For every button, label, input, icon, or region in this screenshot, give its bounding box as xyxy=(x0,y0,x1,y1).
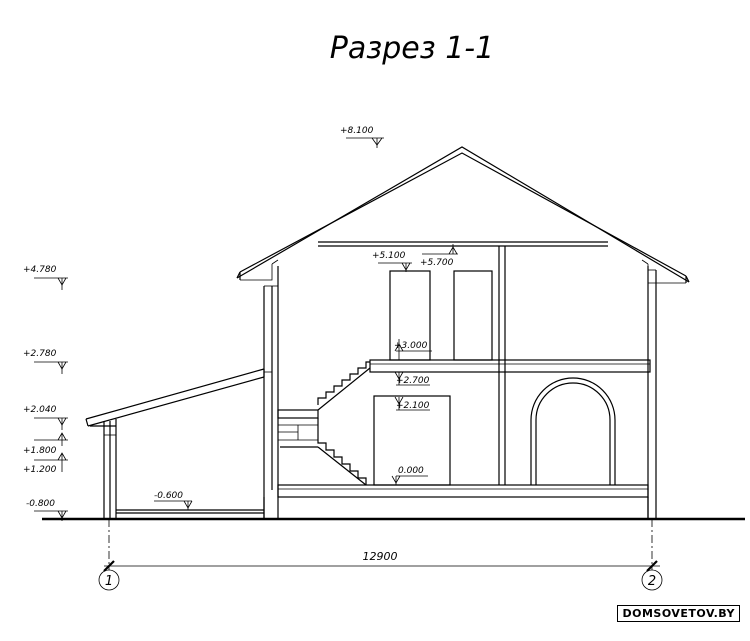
elevation-label: +5.700 xyxy=(420,258,454,268)
elevation-label: +2.700 xyxy=(396,376,430,386)
elevation-label: +4.780 xyxy=(23,265,57,275)
porch-floor xyxy=(116,509,264,514)
drawing-title: Разрез 1-1 xyxy=(330,31,494,66)
left-wall xyxy=(263,266,279,519)
arch-opening xyxy=(530,377,616,485)
elevation-label: +1.200 xyxy=(23,465,57,475)
elevation-label: +2.780 xyxy=(23,349,57,359)
foundation xyxy=(263,497,649,519)
stair-landing xyxy=(277,409,319,441)
upper-door-right xyxy=(453,270,493,361)
left-elevation-marks: +4.780 +2.780 +2.040 +1.800 +1.200 -0.80… xyxy=(23,265,68,521)
elevation-label: -0.800 xyxy=(26,499,55,509)
ground-floor-slab xyxy=(277,484,649,498)
watermark-logo: DOMSOVETOV.BY xyxy=(617,605,740,622)
porch-canopy xyxy=(85,368,265,427)
dimension-value: 12900 xyxy=(363,550,398,563)
axis-marker-2: 2 xyxy=(641,569,663,591)
lower-stair-flight xyxy=(280,418,367,486)
upper-door-left xyxy=(389,270,431,361)
upper-stair-flight xyxy=(317,361,371,411)
porch-post xyxy=(103,419,117,519)
elevation-label: +1.800 xyxy=(23,446,57,456)
attic-ceiling xyxy=(318,241,608,247)
interior-partition xyxy=(498,246,506,485)
elevation-label: +5.100 xyxy=(372,251,406,261)
axis-label: 1 xyxy=(105,574,113,589)
overall-dimension: 12900 xyxy=(103,519,660,572)
elevation-label: +3.000 xyxy=(394,341,428,351)
interior-elevation-marks: +8.100 +5.100 +5.700 +3.000 +2.700 +2.10… xyxy=(154,126,458,510)
elevation-label: +2.040 xyxy=(23,405,57,415)
right-wall xyxy=(647,266,657,519)
elevation-label: -0.600 xyxy=(154,491,183,501)
elevation-label: +8.100 xyxy=(340,126,374,136)
axis-marker-1: 1 xyxy=(98,569,120,591)
axis-label: 2 xyxy=(648,574,656,589)
elevation-label: +2.100 xyxy=(396,401,430,411)
elevation-label: 0.000 xyxy=(398,466,424,476)
main-roof xyxy=(236,146,690,284)
second-floor-slab xyxy=(369,359,651,373)
